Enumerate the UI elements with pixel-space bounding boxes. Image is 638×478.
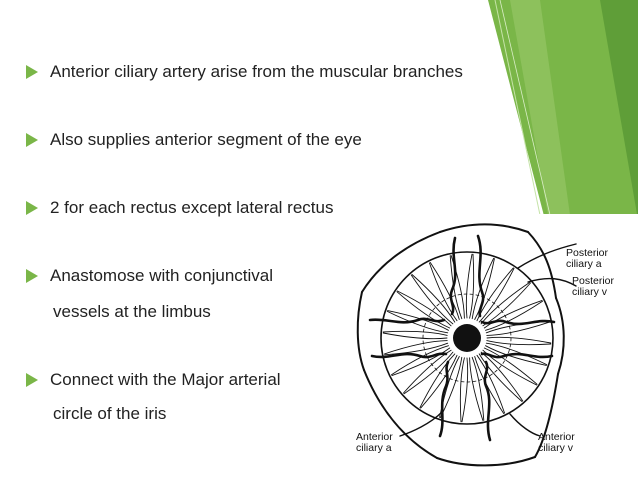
vessel-ray xyxy=(428,262,458,322)
vessel-ray xyxy=(382,332,448,340)
bullet-item: Also supplies anterior segment of the ey… xyxy=(26,130,362,150)
vessel-ray xyxy=(486,321,550,336)
vessel-ray xyxy=(465,253,473,319)
triangle-bullet-icon xyxy=(26,201,38,215)
label-line: Posterior xyxy=(566,247,609,259)
eye-vessel-diagram xyxy=(356,223,577,467)
vessel-ray xyxy=(483,347,538,385)
triangle-bullet-icon xyxy=(26,269,38,283)
bullet-text: Connect with the Major arterial xyxy=(50,370,281,389)
vessel-ray xyxy=(469,357,484,421)
vessel-ray xyxy=(384,342,449,356)
vessel-ray xyxy=(485,300,543,331)
triangle-bullet-icon xyxy=(26,373,38,387)
vessel-ray xyxy=(485,342,548,366)
vessel-ray xyxy=(403,349,452,394)
vessel-ray xyxy=(449,255,463,320)
vessel-ray xyxy=(386,310,449,334)
vessel-ray xyxy=(419,353,456,409)
bullet-item: Anastomose with conjunctival xyxy=(26,266,273,286)
anterior-ciliary-artery-label: Anterior ciliary a xyxy=(356,432,393,454)
vessel-ray xyxy=(485,345,547,366)
vessel-ray xyxy=(403,351,454,395)
label-line: Anterior xyxy=(538,431,575,443)
vessel-ray xyxy=(480,351,524,402)
vessel-ray xyxy=(420,354,458,409)
label-line: Posterior xyxy=(572,275,615,287)
bullet-item: Connect with the Major arterial xyxy=(26,370,281,390)
label-line: Anterior xyxy=(356,431,393,443)
vessel-ray xyxy=(478,267,515,323)
bullet-continuation: vessels at the limbus xyxy=(53,302,211,321)
posterior-ciliary-artery-label: Posterior ciliary a xyxy=(566,248,608,270)
bullet-continuation: circle of the iris xyxy=(53,404,167,423)
vessel-ray xyxy=(482,282,531,327)
bullet-text: Also supplies anterior segment of the ey… xyxy=(50,130,362,149)
triangle-bullet-icon xyxy=(26,133,38,147)
bullet-item: 2 for each rectus except lateral rectus xyxy=(26,198,333,218)
vessel-ray xyxy=(478,353,523,402)
ciliary-vessels-illustration: Posterior ciliary a Posterior ciliary v … xyxy=(336,214,638,478)
vessel-ray xyxy=(486,336,552,344)
vessel-ray xyxy=(486,340,552,346)
bullet-text: Anastomose with conjunctival xyxy=(50,266,274,285)
vessel-ray xyxy=(480,281,531,325)
vessel-ray xyxy=(474,258,495,320)
vessel-ray xyxy=(411,274,456,323)
triangle-bullet-icon xyxy=(26,65,38,79)
vessel-ray xyxy=(471,257,495,320)
bullet-item: Anterior ciliary artery arise from the m… xyxy=(26,62,463,82)
bullet-text: 2 for each rectus except lateral rectus xyxy=(50,198,334,217)
vessel-ray xyxy=(396,291,451,329)
vessel-ray xyxy=(391,347,451,377)
label-line: ciliary v xyxy=(572,286,608,298)
vessel-ray xyxy=(429,262,460,320)
vessel-ray xyxy=(469,253,475,319)
vessel-ray xyxy=(410,274,454,325)
vessel-ray xyxy=(459,357,465,423)
vessel-ray xyxy=(483,299,543,329)
bullet-text: Anterior ciliary artery arise from the m… xyxy=(50,62,463,81)
label-line: ciliary a xyxy=(566,258,602,270)
vessel-ray xyxy=(391,345,449,376)
label-line: ciliary a xyxy=(356,442,392,454)
anterior-ciliary-vein-label: Anterior ciliary v xyxy=(538,432,575,454)
vessel-ray xyxy=(382,330,448,336)
posterior-ciliary-vein-label: Posterior ciliary v xyxy=(572,276,614,298)
vessel-ray xyxy=(461,357,469,423)
label-line: ciliary v xyxy=(538,442,574,454)
vessel-ray xyxy=(396,290,452,327)
vessel-ray xyxy=(471,356,485,421)
vessel-ray xyxy=(476,354,506,414)
vessel-ray xyxy=(384,340,448,355)
vessel-ray xyxy=(439,356,463,419)
